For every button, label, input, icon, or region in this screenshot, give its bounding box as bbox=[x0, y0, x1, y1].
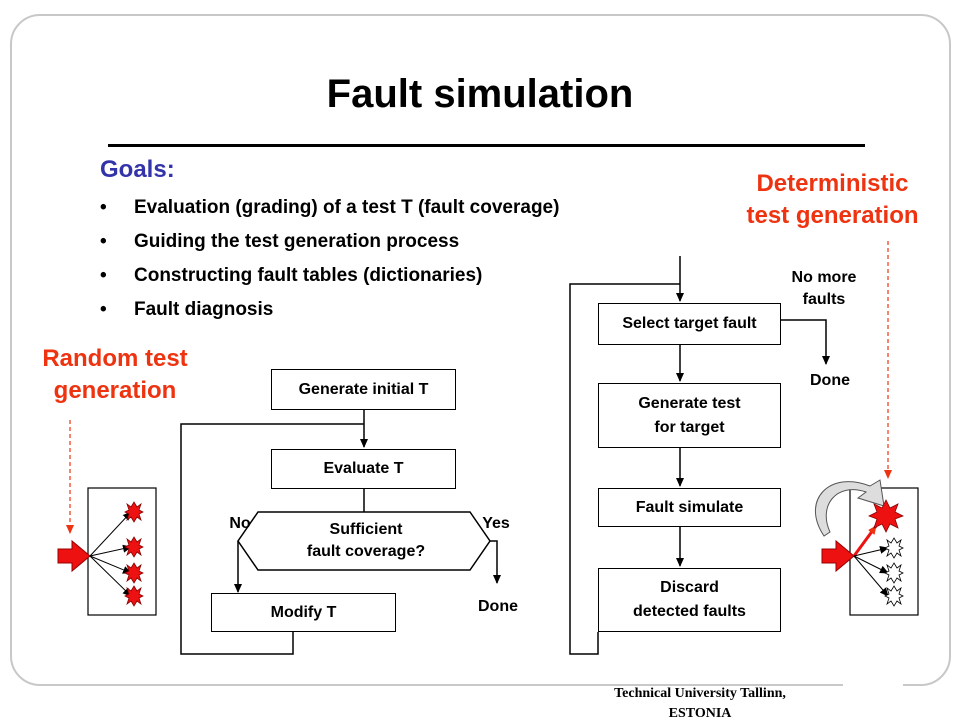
goal-item: • Evaluation (grading) of a test T (fault… bbox=[100, 197, 559, 219]
no-more-faults-label: No more faults bbox=[791, 269, 857, 308]
evaluate-t-box: Evaluate T bbox=[271, 449, 456, 489]
deterministic-circuit-illustration bbox=[814, 479, 919, 616]
loop-modify-to-evaluate bbox=[180, 423, 364, 655]
decision-label: Sufficient fault coverage? bbox=[306, 521, 426, 560]
generate-initial-t-box: Generate initial T bbox=[271, 369, 456, 410]
loop-discard-to-select bbox=[569, 283, 680, 655]
goal-item-text: Evaluation (grading) of a test T (fault … bbox=[134, 197, 560, 218]
goal-item: • Guiding the test generation process bbox=[100, 231, 459, 253]
arrow-select-to-done bbox=[780, 319, 830, 365]
generate-test-for-target-box: Generate test for target bbox=[598, 383, 781, 448]
modify-t-box: Modify T bbox=[211, 593, 396, 632]
bullet-dot: • bbox=[100, 299, 107, 320]
goal-item-text: Fault diagnosis bbox=[134, 299, 274, 320]
select-target-fault-box: Select target fault bbox=[598, 303, 781, 345]
bullet-dot: • bbox=[100, 197, 107, 218]
goal-item: • Constructing fault tables (dictionaries… bbox=[100, 265, 482, 287]
bullet-dot: • bbox=[100, 231, 107, 252]
slide-title: Fault simulation bbox=[326, 72, 634, 116]
arrow-yes-to-done bbox=[490, 540, 501, 584]
footer-mask bbox=[843, 670, 903, 686]
fault-simulate-box: Fault simulate bbox=[598, 488, 781, 527]
footer-text: Technical University Tallinn, ESTONIA bbox=[614, 686, 786, 721]
goal-item-text: Guiding the test generation process bbox=[134, 231, 460, 252]
random-done-label: Done bbox=[478, 598, 518, 615]
title-underline bbox=[108, 144, 865, 147]
deterministic-done-label: Done bbox=[810, 372, 850, 389]
deterministic-test-generation-label: Deterministic test generation bbox=[746, 170, 919, 229]
no-label: No bbox=[229, 515, 251, 532]
discard-detected-faults-box: Discard detected faults bbox=[598, 568, 781, 632]
decision-diamond bbox=[237, 511, 491, 571]
slide-frame bbox=[10, 14, 951, 686]
random-test-generation-label: Random test generation bbox=[42, 345, 188, 404]
yes-label: Yes bbox=[482, 515, 510, 532]
random-circuit-illustration bbox=[57, 487, 157, 616]
goal-item: • Fault diagnosis bbox=[100, 299, 273, 321]
goal-item-text: Constructing fault tables (dictionaries) bbox=[134, 265, 483, 286]
goals-heading: Goals: bbox=[100, 156, 175, 183]
bullet-dot: • bbox=[100, 265, 107, 286]
